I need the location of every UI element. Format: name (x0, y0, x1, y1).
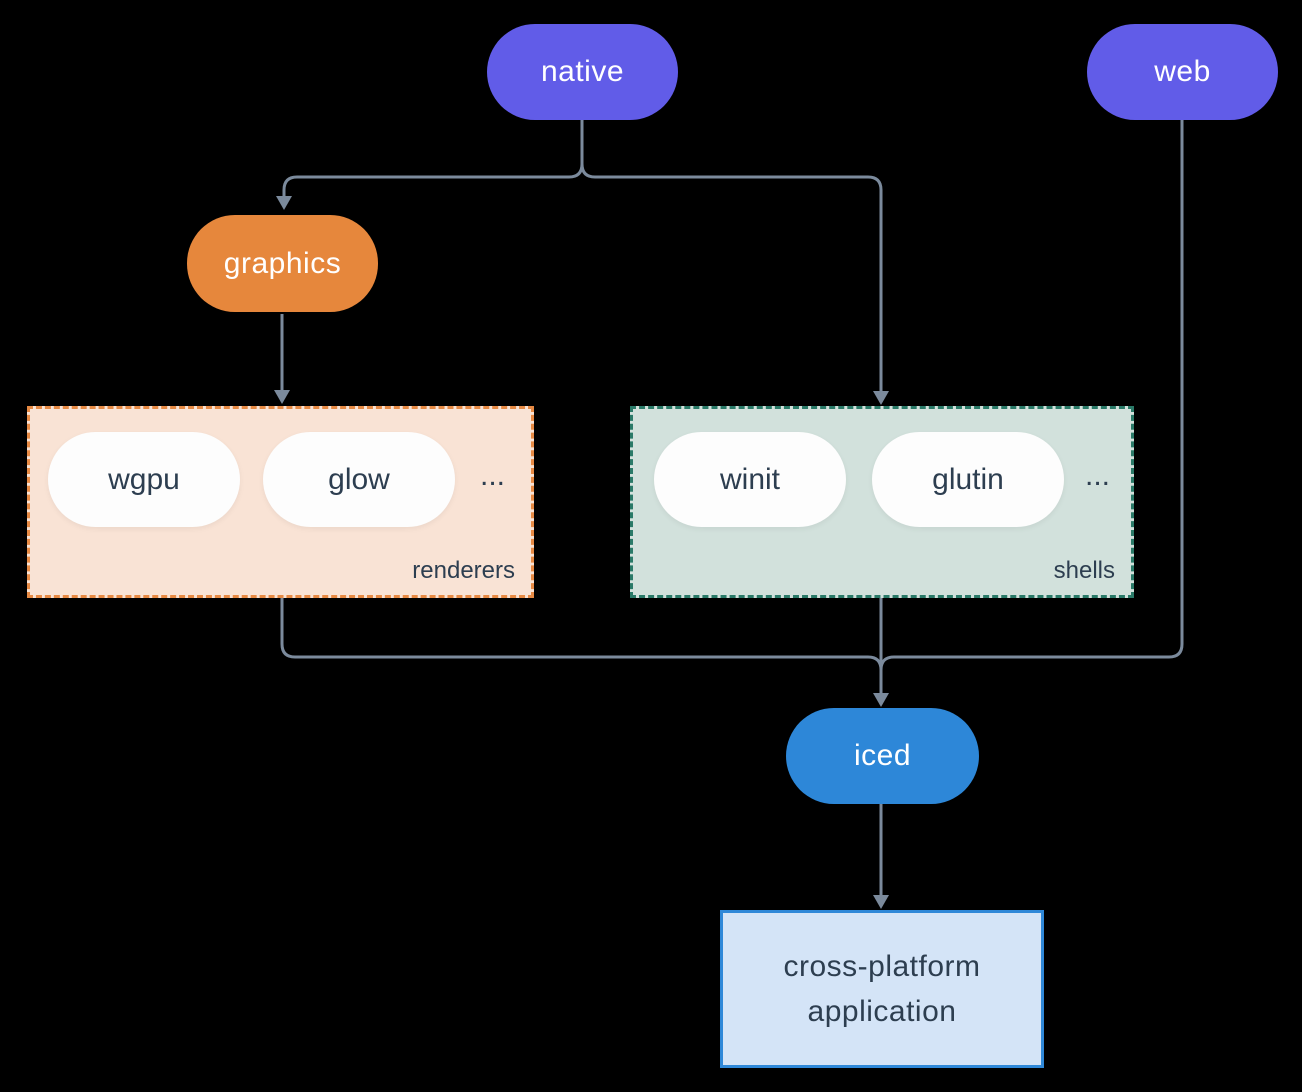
node-graphics: graphics (187, 215, 378, 312)
arrowhead-iced (873, 693, 889, 707)
arrowhead-shells (873, 391, 889, 405)
edge-native-shells (580, 163, 883, 391)
node-iced: iced (786, 708, 979, 804)
node-glutin: glutin (872, 432, 1064, 527)
arrowhead-app (873, 895, 889, 909)
node-wgpu-label: wgpu (108, 462, 180, 496)
arrowhead-graphics (276, 196, 292, 210)
app-label-line2: application (807, 995, 957, 1028)
node-native-label: native (540, 55, 625, 88)
node-glow: glow (263, 432, 455, 527)
shells-group-label: shells (1053, 557, 1115, 584)
node-native: native (487, 24, 678, 120)
node-glutin-label: glutin (932, 462, 1004, 496)
edge-native-graphics (282, 163, 584, 196)
node-web-label: web (1154, 55, 1211, 88)
app-label-line1: cross-platform (783, 950, 981, 983)
group-renderers: wgpu glow ... renderers (27, 406, 534, 598)
node-winit-label: winit (719, 462, 780, 496)
node-wgpu: wgpu (48, 432, 240, 527)
node-cross-platform-application: cross-platform application (720, 910, 1044, 1068)
group-shells: winit glutin ... shells (630, 406, 1134, 598)
arrowhead-renderers (274, 390, 290, 404)
shells-ellipsis: ... (1085, 459, 1111, 492)
renderers-ellipsis: ... (480, 459, 506, 492)
node-web: web (1087, 24, 1278, 120)
edge-renderers-iced (280, 598, 883, 671)
node-glow-label: glow (328, 462, 390, 496)
node-graphics-label: graphics (223, 246, 342, 280)
node-iced-label: iced (853, 739, 912, 772)
renderers-group-label: renderers (412, 557, 515, 584)
node-winit: winit (654, 432, 846, 527)
